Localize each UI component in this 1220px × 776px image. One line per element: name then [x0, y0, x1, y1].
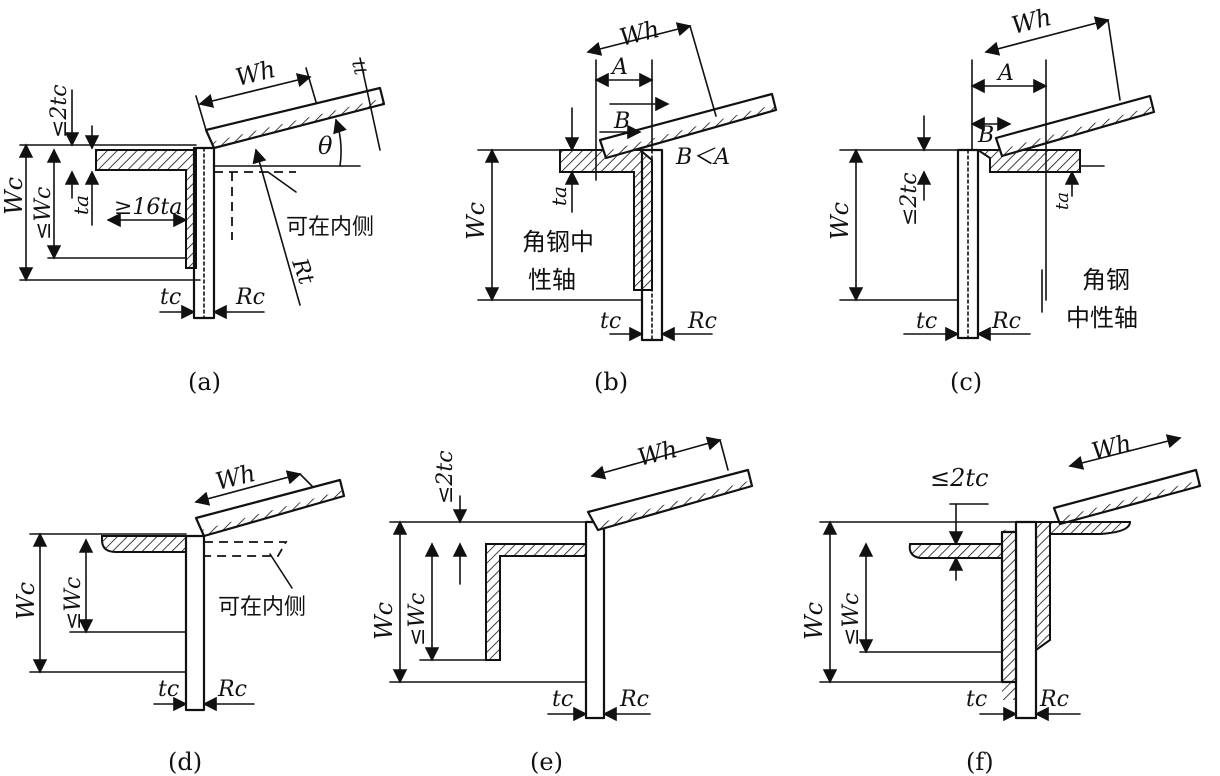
label-theta: θ: [318, 132, 333, 160]
inner-alt-outline: [214, 171, 296, 240]
label-inner-side: 可在内侧: [286, 215, 374, 240]
caption-d: (d): [168, 748, 202, 776]
label-rc: Rc: [235, 285, 265, 310]
label-wh: Wh: [1089, 429, 1135, 466]
angle-leg: [485, 543, 587, 661]
label-wh: Wh: [635, 435, 681, 472]
label-rc: Rc: [687, 309, 717, 334]
label-b-lt-a: B＜A: [675, 145, 730, 170]
caption-b: (b): [594, 368, 628, 396]
label-a: A: [996, 61, 1014, 86]
caption-c: (c): [950, 368, 982, 396]
label-ge-16ta: ≥16ta: [114, 195, 182, 220]
label-le-wc: ≤Wc: [31, 187, 56, 240]
label-wc: Wc: [0, 177, 28, 215]
label-neutral-axis-1: 角钢中: [522, 228, 594, 256]
angle-leg: [95, 149, 197, 269]
label-ta: ta: [547, 186, 571, 206]
label-rc: Rc: [991, 309, 1021, 334]
label-wh: Wh: [213, 459, 259, 496]
web-plate: [584, 520, 606, 720]
label-le-2tc: ≤2tc: [47, 84, 72, 138]
label-neutral-axis-c2: 中性轴: [1066, 304, 1138, 332]
label-wc: Wc: [826, 202, 854, 240]
label-rt: Rt: [286, 255, 319, 289]
label-inner-side: 可在内侧: [218, 595, 306, 620]
label-tc: tc: [916, 309, 937, 334]
label-rc: Rc: [619, 687, 649, 712]
label-le-2tc: ≤2tc: [897, 172, 922, 226]
figure-d: Wc ≤Wc Wh 可在内侧 tc Rc (d): [12, 459, 346, 776]
label-le-2tc: ≤2tc: [433, 450, 458, 504]
label-tc: tc: [158, 677, 179, 702]
label-wc: Wc: [370, 602, 398, 640]
label-ta: ta: [1052, 192, 1073, 210]
figure-e: Wc ≤Wc ≤2tc Wh tc Rc (e): [370, 435, 754, 776]
caption-f: (f): [966, 748, 994, 776]
label-tt: tt: [347, 58, 371, 78]
web-plate: [184, 534, 206, 712]
label-neutral-axis-c1: 角钢: [1082, 266, 1130, 294]
figure-f: Wc ≤Wc ≤2tc Wh tc Rc (f): [800, 429, 1202, 776]
label-tc: tc: [600, 309, 621, 334]
label-le-wc: ≤Wc: [839, 593, 864, 646]
caption-e: (e): [530, 748, 563, 776]
label-neutral-axis-2: 性轴: [528, 266, 576, 294]
label-b: B: [977, 123, 994, 148]
label-le-2tc: ≤2tc: [930, 464, 988, 492]
label-wh: Wh: [617, 15, 663, 52]
label-rc: Rc: [1039, 687, 1069, 712]
figure-c: Wc ≤2tc A B Wh ta 角钢 中性轴 tc Rc (c): [826, 3, 1156, 396]
label-wh: Wh: [1009, 3, 1055, 40]
angle-leg: [908, 543, 1003, 559]
label-tc: tc: [160, 285, 181, 310]
label-le-wc: ≤Wc: [405, 593, 430, 646]
label-b: B: [613, 109, 630, 134]
label-rc: Rc: [217, 677, 247, 702]
angle-leg: [974, 149, 1081, 173]
inner-alt-outline: [204, 541, 288, 557]
label-tc: tc: [552, 687, 573, 712]
web-plate: [1014, 520, 1038, 720]
label-tc: tc: [966, 687, 987, 712]
label-le-wc: ≤Wc: [61, 577, 86, 630]
angle-leg: [101, 535, 187, 553]
figure-a: Wc ≤Wc ≤2tc ta ≥16ta Wh tt θ 可在内侧 Rt tc …: [0, 55, 386, 396]
label-a: A: [610, 55, 628, 80]
label-wc: Wc: [12, 582, 40, 620]
label-ta: ta: [69, 195, 93, 215]
label-wc: Wc: [800, 602, 828, 640]
figure-b: Wc A B B＜A Wh ta 角钢中 性轴 tc Rc (b): [462, 15, 778, 396]
label-wc: Wc: [462, 202, 490, 240]
caption-a: (a): [188, 368, 221, 396]
